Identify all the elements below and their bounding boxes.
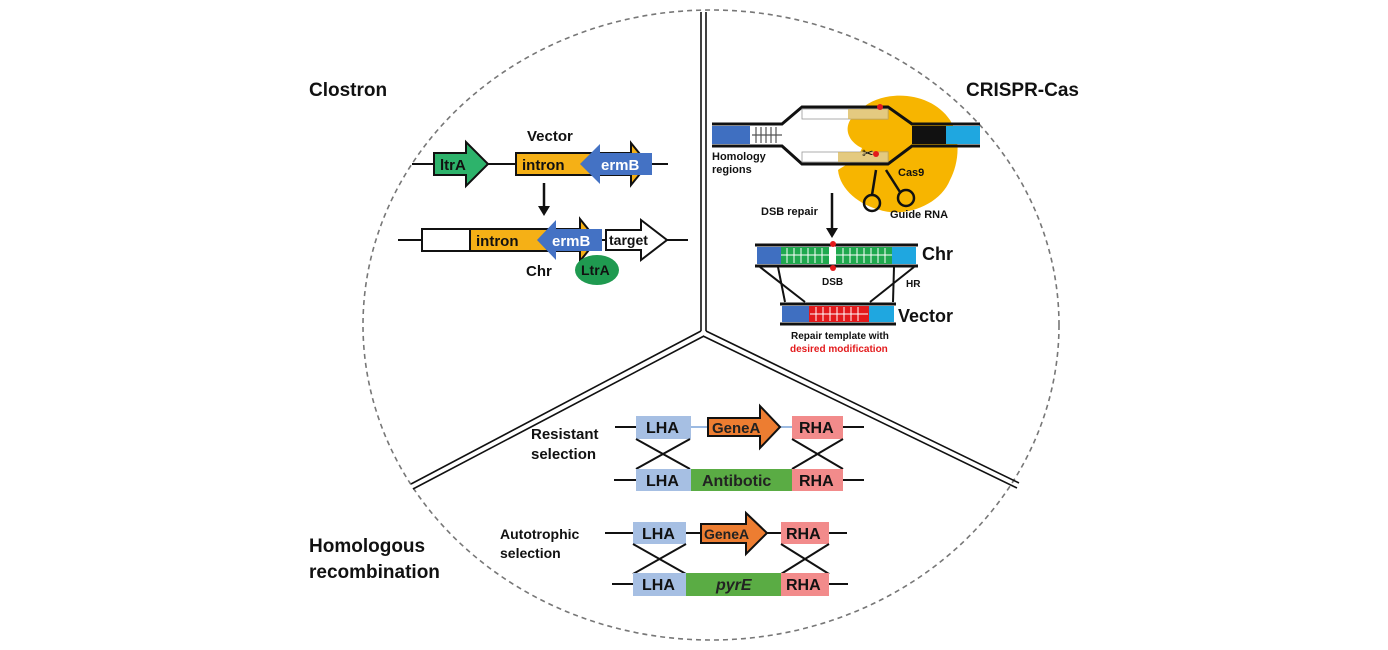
hr-title-line2: recombination	[309, 562, 440, 583]
intron-label-vector: intron	[522, 157, 565, 174]
resistant-crossover	[635, 438, 844, 470]
base-pair-ticks	[752, 127, 782, 143]
autotrophic-lha2-box	[633, 573, 686, 596]
crispr-title: CRISPR-Cas	[966, 80, 1079, 101]
guide-rna	[862, 169, 916, 213]
resistant-rha-box	[792, 416, 843, 439]
cut-site-bottom	[873, 151, 879, 157]
scissors-icon: ✂	[862, 145, 874, 161]
chr-left-homology	[757, 247, 781, 264]
autotrophic-label-line1: Autotrophic	[500, 526, 580, 542]
homologous-section: Homologous recombination Resistant selec…	[309, 403, 864, 596]
vector-base-ticks	[810, 307, 868, 321]
target-gene-arrow	[605, 217, 669, 263]
cut-site-top	[877, 104, 883, 110]
ltra-protein-label: LtrA	[581, 262, 610, 278]
outer-circle	[362, 9, 1060, 641]
homology-right-block	[946, 126, 980, 144]
autotrophic-selection: Autotrophic selection LHA GeneA RHA LHA	[500, 510, 848, 596]
ermb-label-chr: ermB	[552, 233, 591, 250]
autotrophic-rha-label: RHA	[786, 526, 821, 543]
resistant-label-line1: Resistant	[531, 426, 599, 443]
autotrophic-rha2-label: RHA	[786, 577, 821, 594]
chr-right-homology	[892, 247, 916, 264]
cas9-label: Cas9	[898, 167, 924, 179]
dsb-site-top	[830, 241, 836, 247]
resistant-rha2-box	[792, 469, 843, 491]
clostron-section: Clostron Vector ltrA intron ermB intron …	[309, 80, 688, 285]
hr-title-line1: Homologous	[309, 536, 425, 557]
clostron-arrowhead-icon	[538, 206, 550, 216]
autotrophic-pyre-box	[686, 573, 781, 596]
target-dna	[712, 105, 980, 166]
ermb-gene-arrow-chr	[537, 220, 602, 260]
autotrophic-label-line2: selection	[500, 545, 561, 561]
autotrophic-genea-label: GeneA	[704, 526, 749, 542]
autotrophic-lha2-label: LHA	[642, 577, 675, 594]
homology-label-line1: Homology	[712, 151, 767, 163]
ltra-gene-label: ltrA	[440, 157, 466, 174]
target-label: target	[609, 232, 648, 248]
ermb-label-vector: ermB	[601, 157, 640, 174]
autotrophic-rha2-box	[781, 573, 829, 596]
resistant-rha-label: RHA	[799, 420, 834, 437]
vector-right-homology	[869, 306, 894, 322]
resistant-lha2-label: LHA	[646, 473, 679, 490]
resistant-lha-label: LHA	[646, 420, 679, 437]
desired-modification-label: desired modification	[790, 344, 888, 355]
chr-base-ticks	[781, 248, 892, 263]
autotrophic-lha-label: LHA	[642, 526, 675, 543]
dsb-site-bottom	[830, 265, 836, 271]
resistant-antibiotic-box	[691, 469, 792, 491]
autotrophic-genea-arrow	[700, 510, 769, 557]
homology-left-block	[712, 126, 750, 144]
dsb-repair-label: DSB repair	[761, 206, 819, 218]
dsb-label: DSB	[822, 277, 843, 288]
resistant-selection: Resistant selection LHA GeneA RHA LHA	[531, 403, 864, 491]
ermb-gene-arrow-vector	[580, 144, 652, 184]
resistant-rha2-label: RHA	[799, 473, 834, 490]
crispr-chr-label: Chr	[922, 244, 953, 264]
resistant-antibiotic-label: Antibotic	[702, 473, 771, 490]
vector-left-homology	[782, 306, 809, 322]
resistant-genea-label: GeneA	[712, 420, 761, 437]
section-dividers	[410, 12, 1020, 490]
guide-rna-label: Guide RNA	[890, 209, 948, 221]
autotrophic-pyre-label: pyrE	[715, 577, 753, 594]
intron-label-chr: intron	[476, 233, 519, 250]
clostron-title: Clostron	[309, 80, 387, 101]
clostron-vector-label: Vector	[527, 128, 573, 145]
crispr-vector-label: Vector	[898, 306, 953, 326]
resistant-lha-box	[636, 416, 691, 439]
dsb-repair-arrowhead-icon	[826, 228, 838, 238]
hr-crossover-lines	[759, 266, 915, 303]
resistant-genea-arrow	[707, 403, 782, 451]
upper-strand-target	[848, 109, 888, 119]
ltra-protein	[575, 255, 619, 285]
autotrophic-rha-box	[781, 522, 829, 544]
autotrophic-crossover	[632, 543, 830, 575]
resistant-label-line2: selection	[531, 446, 596, 463]
hr-label: HR	[906, 279, 921, 290]
homology-label-line2: regions	[712, 164, 752, 176]
crispr-section: CRISPR-Cas ✂ Cas9 Guide RNA	[712, 80, 1079, 355]
ltra-gene-arrow	[433, 139, 490, 189]
clostron-chr-label: Chr	[526, 263, 552, 280]
chr-empty-box	[421, 228, 471, 252]
repair-template-label: Repair template with	[791, 331, 889, 342]
pam-block	[912, 126, 946, 144]
autotrophic-lha-box	[633, 522, 686, 544]
resistant-lha2-box	[636, 469, 691, 491]
lower-strand-target	[838, 152, 888, 162]
